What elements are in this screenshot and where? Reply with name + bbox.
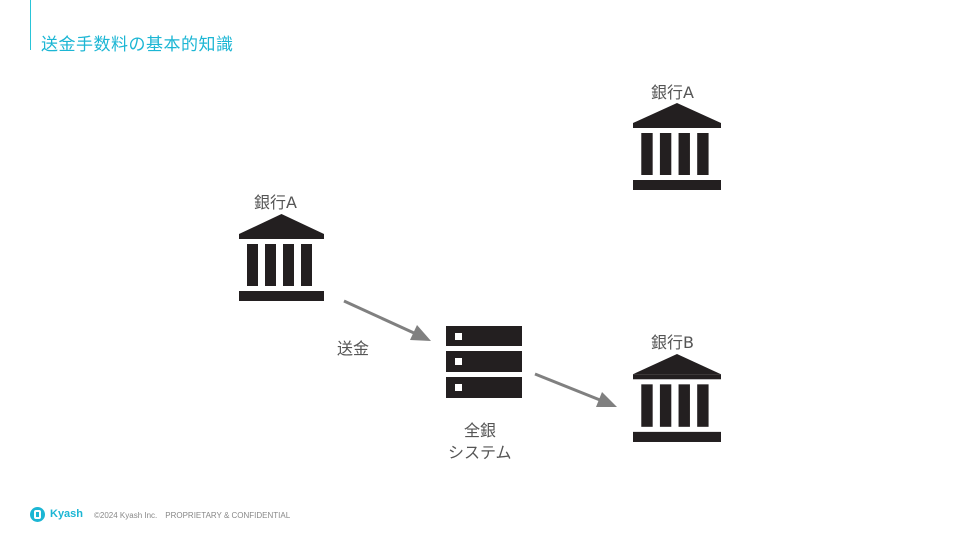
kyash-logo-text: Kyash — [50, 508, 84, 520]
server-icon — [446, 326, 522, 398]
zengin-label-line1: 全銀 — [464, 421, 497, 440]
kyash-logo: Kyash — [30, 506, 83, 522]
title-accent-line — [30, 0, 31, 50]
arrow-zengin-to-bank-b — [534, 372, 617, 407]
transfer-label: 送金 — [337, 339, 370, 358]
kyash-logo-icon — [30, 506, 45, 522]
bank-icon — [633, 103, 721, 190]
footer-copyright: ©2024 Kyash Inc. PROPRIETARY & CONFIDENT… — [94, 511, 291, 520]
bank-icon — [633, 354, 721, 442]
bank-b-label: 銀行B — [651, 333, 694, 352]
bank-a-top-label: 銀行A — [651, 83, 694, 102]
slide-title: 送金手数料の基本的知識 — [41, 35, 234, 55]
bank-sender-label: 銀行A — [254, 193, 297, 212]
zengin-label-line2: システム — [448, 443, 512, 462]
arrow-sender-to-zengin — [343, 299, 431, 341]
bank-icon — [239, 214, 324, 301]
